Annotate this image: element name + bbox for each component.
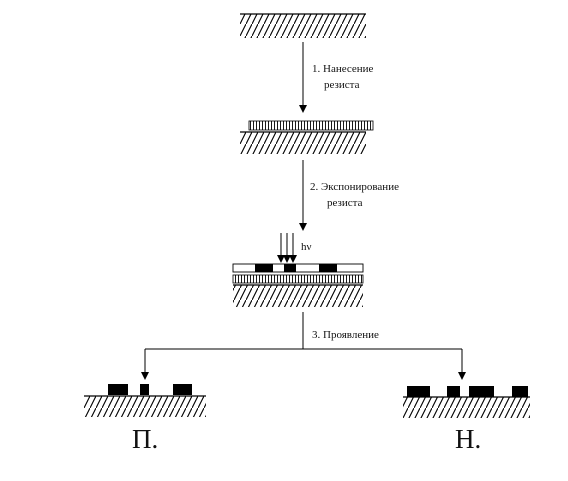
negative-label: Н.: [455, 424, 481, 454]
exposed-resist-layer: [232, 274, 364, 284]
photomask: [232, 263, 364, 273]
step-3-label: 3. Проявление: [312, 329, 379, 341]
exposure-assembly: [232, 263, 364, 307]
positive-label: П.: [132, 424, 158, 454]
mask-opaque-1: [255, 264, 273, 272]
mask-opaque-2: [284, 264, 296, 272]
resist-layer: [248, 120, 374, 131]
radiation-label: hν: [301, 241, 312, 253]
step-2-label-line2: резиста: [327, 197, 363, 209]
substrate-initial: [240, 13, 366, 38]
substrate-with-resist: [240, 120, 374, 154]
step-1-label-line2: резиста: [324, 79, 360, 91]
negative-resist-result: [403, 386, 530, 418]
step-1-label-line1: 1. Нанесение: [312, 63, 374, 75]
mask-opaque-3: [319, 264, 337, 272]
radiation-rays: [277, 233, 297, 263]
step-2-label-line1: 2. Экспонирование: [310, 181, 399, 193]
positive-resist-result: [84, 384, 206, 417]
